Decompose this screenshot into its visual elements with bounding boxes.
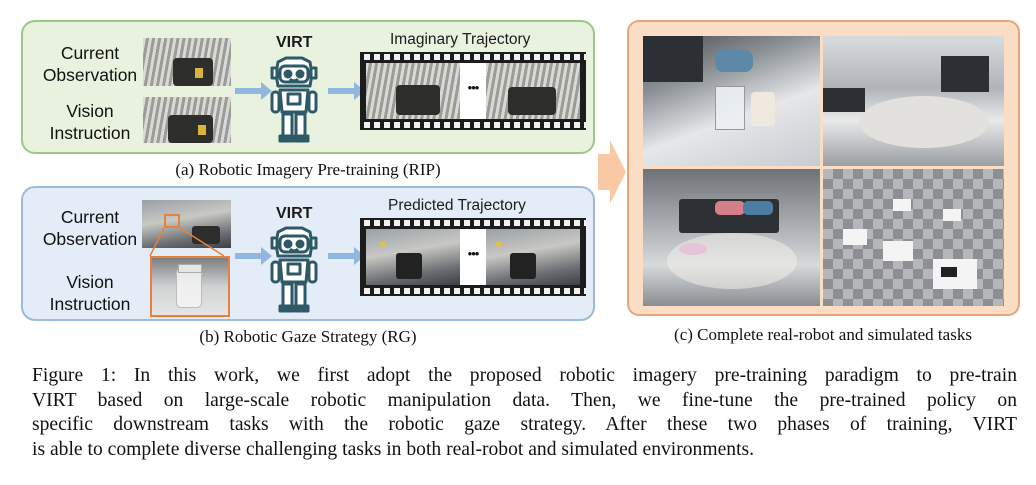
big-right-arrow-icon (598, 140, 626, 204)
rip-robot-mascot-icon (270, 56, 318, 143)
rg-robot-mascot-icon (270, 226, 318, 313)
rip-trajectory-frame-first (366, 63, 460, 119)
rg-virt-label: VIRT (276, 205, 313, 222)
tasks-caption: (c) Complete real-robot and simulated ta… (674, 325, 972, 344)
rg-arrow-to-trajectory-icon (328, 247, 365, 265)
rip-current-observation-label: Current Observation (42, 43, 138, 85)
rg-crop-box (164, 214, 180, 228)
rg-current-observation-label: Current Observation (42, 207, 138, 249)
rg-trajectory-title: Predicted Trajectory (388, 197, 526, 214)
task-image-simulation-grid (823, 169, 1004, 306)
rg-trajectory-frame-last (486, 229, 580, 285)
rg-instruction-image (150, 256, 230, 317)
rip-observation-image (143, 38, 231, 86)
figure-caption-line: VIRT based on large-scale robotic manipu… (32, 389, 1017, 411)
rg-zoom-lines-icon (149, 227, 225, 257)
rip-film-strip-icon: ••• (360, 52, 586, 130)
rip-instruction-image (143, 97, 231, 143)
rip-arrow-to-trajectory-icon (328, 82, 365, 100)
figure-caption-line: is able to complete diverse challenging … (32, 438, 755, 460)
figure-caption: Figure 1: In this work, we first adopt t… (32, 364, 1017, 462)
rg-ellipsis: ••• (467, 246, 480, 261)
task-image-pick-bottle (823, 36, 1004, 166)
task-image-pour-cup (643, 36, 820, 166)
rg-film-strip-icon: ••• (360, 218, 586, 296)
rip-trajectory-title: Imaginary Trajectory (390, 31, 531, 48)
rg-trajectory-frame-first (366, 229, 460, 285)
rip-vision-instruction-label: Vision Instruction (49, 101, 131, 143)
rip-trajectory-frame-last (486, 63, 580, 119)
rg-caption: (b) Robotic Gaze Strategy (RG) (199, 327, 417, 346)
rg-observation-image (142, 200, 231, 248)
rg-vision-instruction-label: Vision Instruction (49, 272, 131, 314)
figure-caption-line: Figure 1: In this work, we first adopt t… (32, 365, 1017, 386)
rip-ellipsis: ••• (467, 80, 480, 95)
rip-virt-label: VIRT (276, 34, 313, 51)
task-image-place-dishes (643, 169, 820, 306)
rip-caption: (a) Robotic Imagery Pre-training (RIP) (175, 160, 441, 179)
figure-caption-line: specific downstream tasks with the robot… (32, 414, 1017, 435)
rg-arrow-to-virt-icon (235, 247, 272, 265)
rip-arrow-to-virt-icon (235, 82, 272, 100)
